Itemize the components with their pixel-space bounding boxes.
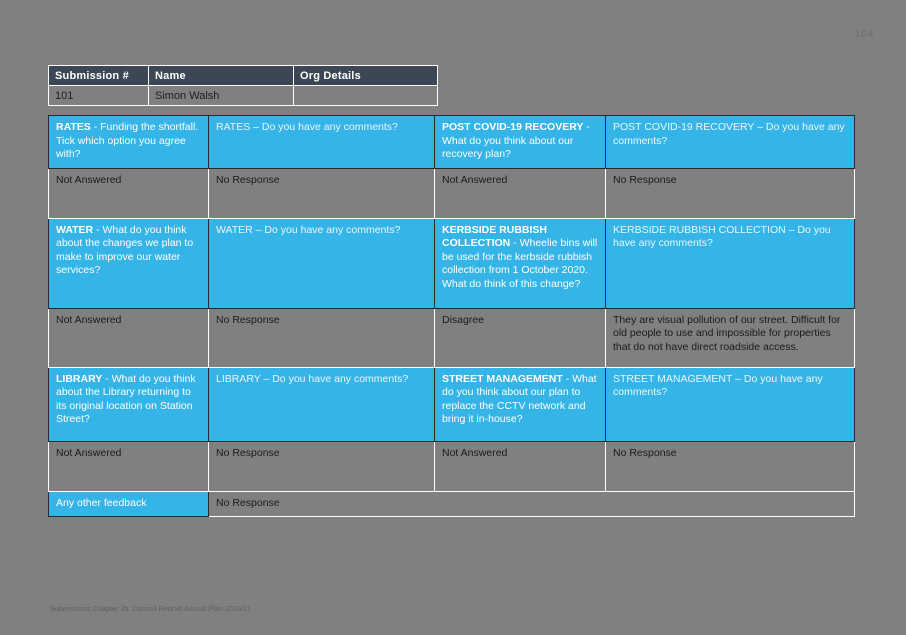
- question-post-covid-recovery: POST COVID-19 RECOVERY - What do you thi…: [434, 115, 606, 169]
- feedback-label: Any other feedback: [48, 490, 209, 517]
- question-row-2: WATER - What do you think about the chan…: [48, 217, 855, 309]
- question-topic: RATES: [56, 121, 91, 133]
- question-library: LIBRARY - What do you think about the Li…: [48, 366, 209, 442]
- header-name: Name: [148, 65, 294, 86]
- feedback-value: No Response: [208, 490, 855, 517]
- question-topic: LIBRARY: [56, 372, 103, 385]
- questions-answers-grid: RATES - Funding the shortfall. Tick whic…: [48, 115, 855, 517]
- question-kerbside-rubbish-collection: KERBSIDE RUBBISH COLLECTION - Wheelie bi…: [434, 217, 606, 309]
- header-submission-number: Submission #: [48, 65, 149, 86]
- value-name: Simon Walsh: [148, 85, 294, 106]
- identity-value-row: 101 Simon Walsh: [48, 85, 438, 106]
- question-topic: KERBSIDE RUBBISH COLLECTION: [442, 223, 548, 250]
- question-post-covid-recovery-comments: POST COVID-19 RECOVERY – Do you have any…: [605, 115, 855, 169]
- question-street-management: STREET MANAGEMENT - What do you think ab…: [434, 366, 606, 442]
- answer-post-covid-recovery-comments: No Response: [605, 167, 855, 219]
- answer-street-management-comments: No Response: [605, 440, 855, 492]
- submission-identity-table: Submission # Name Org Details 101 Simon …: [48, 65, 438, 106]
- header-org-details: Org Details: [293, 65, 438, 86]
- question-library-comments: LIBRARY – Do you have any comments?: [208, 366, 435, 442]
- document-footer: Submissions Chapter 3b: Council Redraft …: [50, 606, 251, 613]
- question-rates-comments: RATES – Do you have any comments?: [208, 115, 435, 169]
- answer-kerbside-rubbish-collection-comments: They are visual pollution of our street.…: [605, 307, 855, 368]
- question-street-management-comments: STREET MANAGEMENT – Do you have any comm…: [605, 366, 855, 442]
- question-topic: WATER: [56, 223, 94, 236]
- question-topic: POST COVID-19 RECOVERY: [442, 121, 584, 133]
- answer-post-covid-recovery: Not Answered: [434, 167, 606, 219]
- answer-row-1: Not Answered No Response Not Answered No…: [48, 167, 855, 219]
- answer-row-2: Not Answered No Response Disagree They a…: [48, 307, 855, 368]
- answer-library: Not Answered: [48, 440, 209, 492]
- feedback-row: Any other feedback No Response: [48, 490, 855, 517]
- answer-water-comments: No Response: [208, 307, 435, 368]
- answer-water: Not Answered: [48, 307, 209, 368]
- question-water-comments: WATER – Do you have any comments?: [208, 217, 435, 309]
- answer-rates-comments: No Response: [208, 167, 435, 219]
- value-org-details: [293, 85, 438, 106]
- question-row-1: RATES - Funding the shortfall. Tick whic…: [48, 115, 855, 169]
- identity-header-row: Submission # Name Org Details: [48, 65, 438, 86]
- question-water: WATER - What do you think about the chan…: [48, 217, 209, 309]
- value-submission-number: 101: [48, 85, 149, 106]
- answer-row-3: Not Answered No Response Not Answered No…: [48, 440, 855, 492]
- question-rates: RATES - Funding the shortfall. Tick whic…: [48, 115, 209, 169]
- question-row-3: LIBRARY - What do you think about the Li…: [48, 366, 855, 442]
- answer-library-comments: No Response: [208, 440, 435, 492]
- question-kerbside-rubbish-collection-comments: KERBSIDE RUBBISH COLLECTION – Do you hav…: [605, 217, 855, 309]
- answer-street-management: Not Answered: [434, 440, 606, 492]
- question-topic: STREET MANAGEMENT: [442, 372, 563, 385]
- answer-kerbside-rubbish-collection: Disagree: [434, 307, 606, 368]
- page-number: 104: [854, 28, 874, 40]
- answer-rates: Not Answered: [48, 167, 209, 219]
